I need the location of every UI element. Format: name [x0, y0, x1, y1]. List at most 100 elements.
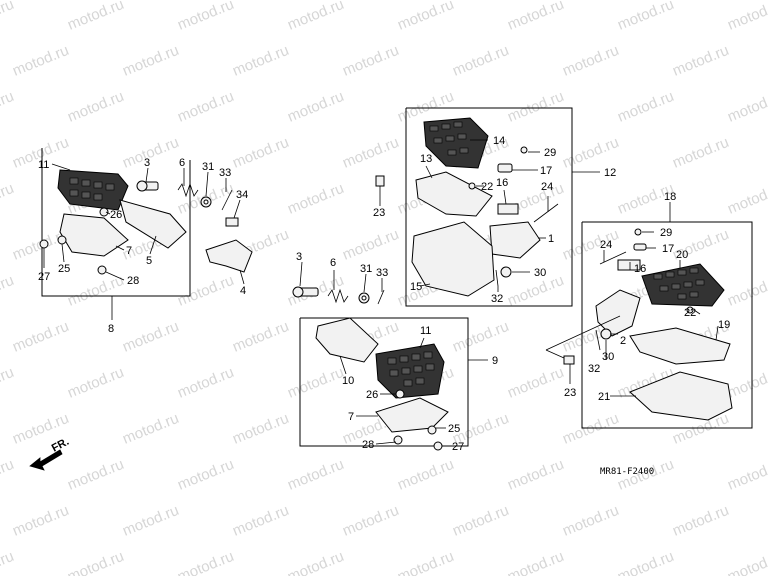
watermark-text: motod.ru	[395, 548, 456, 576]
callout-22: 22	[684, 307, 696, 319]
watermark-text: motod.ru	[395, 456, 456, 494]
watermark-text: motod.ru	[175, 272, 236, 310]
callout-33: 33	[376, 267, 388, 279]
callout-25: 25	[58, 263, 70, 275]
assembly-group-12: 14 13 29 12 16 17 22 24 1 30 15 32	[405, 107, 616, 307]
watermark-text: motod.ru	[0, 548, 16, 576]
watermark-text: motod.ru	[285, 88, 346, 126]
watermark-text: motod.ru	[65, 364, 126, 402]
callout-8: 8	[108, 323, 114, 335]
callout-17: 17	[540, 165, 552, 177]
callout-31: 31	[202, 161, 214, 173]
watermark-text: motod.ru	[175, 88, 236, 126]
callout-4: 4	[240, 285, 246, 297]
watermark-text: motod.ru	[230, 318, 291, 356]
front-direction-marker: FR.	[29, 436, 71, 471]
callout-16: 16	[634, 263, 646, 275]
watermark-text: motod.ru	[670, 42, 731, 80]
watermark-text: motod.ru	[0, 456, 16, 494]
callout-7: 7	[126, 245, 132, 257]
watermark-text: motod.ru	[175, 456, 236, 494]
watermark-text: motod.ru	[285, 0, 346, 34]
watermark-text: motod.ru	[560, 410, 621, 448]
watermark-text: motod.ru	[505, 88, 566, 126]
watermark-text: motod.ru	[670, 502, 731, 540]
callout-21: 21	[598, 391, 610, 403]
watermark-text: motod.ru	[65, 456, 126, 494]
callout-24: 24	[600, 239, 612, 251]
watermark-text: motod.ru	[10, 318, 71, 356]
watermark-text: motod.ru	[340, 42, 401, 80]
watermark-text: motod.ru	[340, 502, 401, 540]
callout-27: 27	[452, 441, 464, 453]
callout-30: 30	[602, 351, 614, 363]
watermark-text: motod.ru	[505, 364, 566, 402]
watermark-text: motod.ru	[560, 42, 621, 80]
callout-25: 25	[448, 423, 460, 435]
watermark-text: motod.ru	[670, 134, 731, 172]
watermark-text: motod.ru	[230, 134, 291, 172]
watermark-text: motod.ru	[175, 0, 236, 34]
callout-3: 3	[296, 251, 302, 263]
callout-23: 23	[373, 207, 385, 219]
callout-26: 26	[366, 389, 378, 401]
callout-15: 15	[410, 281, 422, 293]
callout-32: 32	[491, 293, 503, 305]
watermark-text: motod.ru	[285, 456, 346, 494]
callout-12: 12	[604, 167, 616, 179]
assembly-group-18: 18 29 24 17 16 20 22 19 32 30 2 23 21	[545, 191, 753, 429]
watermark-text: motod.ru	[395, 0, 456, 34]
watermark-text: motod.ru	[725, 272, 768, 310]
watermark-text: motod.ru	[340, 134, 401, 172]
watermark-text: motod.ru	[615, 88, 676, 126]
watermark-text: motod.ru	[120, 134, 181, 172]
callout-24: 24	[541, 181, 553, 193]
watermark-text: motod.ru	[285, 180, 346, 218]
callout-23: 23	[564, 387, 576, 399]
watermark-text: motod.ru	[615, 0, 676, 34]
assembly-group-8: 11 3 6 31 33 34 26 7 5 4 27 25 28 8	[38, 148, 253, 335]
watermark-text: motod.ru	[450, 502, 511, 540]
callout-30: 30	[534, 267, 546, 279]
watermark-text: motod.ru	[10, 42, 71, 80]
callout-13: 13	[420, 153, 432, 165]
watermark-text: motod.ru	[0, 272, 16, 310]
watermark-text: motod.ru	[120, 318, 181, 356]
callout-1: 1	[548, 233, 554, 245]
callout-11: 11	[38, 159, 49, 171]
callout-2: 2	[620, 335, 626, 347]
watermark-text: motod.ru	[230, 502, 291, 540]
watermark-text: motod.ru	[450, 318, 511, 356]
watermark-text: motod.ru	[725, 364, 768, 402]
callout-28: 28	[127, 275, 139, 287]
callout-19: 19	[718, 319, 730, 331]
watermark-text: motod.ru	[285, 548, 346, 576]
watermark-text: motod.ru	[65, 88, 126, 126]
watermark-text: motod.ru	[505, 456, 566, 494]
watermark-text: motod.ru	[505, 0, 566, 34]
watermark-text: motod.ru	[230, 410, 291, 448]
watermark-text: motod.ru	[0, 88, 16, 126]
watermark-text: motod.ru	[65, 0, 126, 34]
callout-11: 11	[420, 325, 431, 337]
callout-29: 29	[544, 147, 556, 159]
callout-16: 16	[496, 177, 508, 189]
watermark-text: motod.ru	[340, 226, 401, 264]
watermark-text: motod.ru	[615, 548, 676, 576]
watermark-text: motod.ru	[120, 42, 181, 80]
watermark-text: motod.ru	[725, 180, 768, 218]
watermark-text: motod.ru	[285, 364, 346, 402]
watermark-text: motod.ru	[65, 272, 126, 310]
assembly-group-9: 23 3 6 31 33 11 9 10 26 7 25 28 27	[292, 175, 498, 453]
callout-18: 18	[664, 191, 676, 203]
callout-3: 3	[144, 157, 150, 169]
watermark-text: motod.ru	[450, 42, 511, 80]
diagram-code: MR81-F2400	[600, 467, 654, 477]
watermark-text: motod.ru	[175, 364, 236, 402]
watermark-text: motod.ru	[120, 410, 181, 448]
watermark-text: motod.ru	[120, 502, 181, 540]
watermark-text: motod.ru	[505, 548, 566, 576]
callout-6: 6	[330, 257, 336, 269]
watermark-text: motod.ru	[725, 0, 768, 34]
